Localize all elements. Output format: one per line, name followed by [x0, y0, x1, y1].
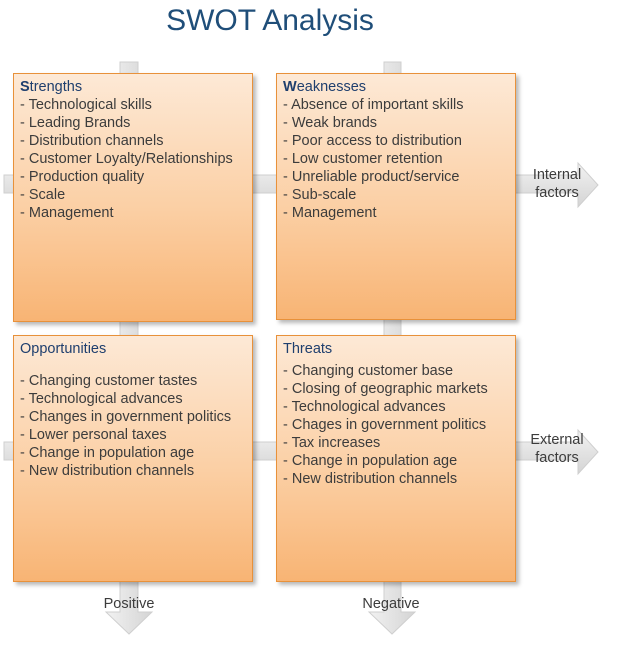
list-item: Customer Loyalty/Relationships: [20, 150, 246, 168]
list-item: Changing customer tastes: [20, 372, 246, 390]
list-item: Tax increases: [283, 434, 509, 452]
threats-list: Changing customer base Closing of geogra…: [283, 362, 509, 488]
weaknesses-heading: Weaknesses: [283, 79, 367, 95]
list-item: Technological advances: [283, 398, 509, 416]
list-item: Distribution channels: [20, 132, 246, 150]
opportunities-box: Opportunities Changing customer tastes T…: [13, 335, 253, 582]
positive-label: Positive: [103, 596, 155, 612]
list-item: Lower personal taxes: [20, 426, 246, 444]
weaknesses-box: Weaknesses Absence of important skills W…: [276, 73, 516, 320]
list-item: Poor access to distribution: [283, 132, 509, 150]
list-item: Management: [283, 204, 509, 222]
list-item: Chages in government politics: [283, 416, 509, 434]
list-item: Technological skills: [20, 96, 246, 114]
opportunities-heading: Opportunities: [20, 341, 107, 357]
strengths-box: Strengths Technological skills Leading B…: [13, 73, 253, 322]
internal-factors-label: Internal factors: [532, 167, 582, 201]
list-item: Low customer retention: [283, 150, 509, 168]
external-factors-label: External factors: [530, 432, 584, 466]
list-item: Closing of geographic markets: [283, 380, 509, 398]
list-item: Production quality: [20, 168, 246, 186]
threats-heading: Threats: [283, 341, 333, 357]
strengths-heading: Strengths: [20, 79, 83, 95]
list-item: Unreliable product/service: [283, 168, 509, 186]
threats-box: Threats Changing customer base Closing o…: [276, 335, 516, 582]
strengths-list: Technological skills Leading Brands Dist…: [20, 96, 246, 222]
list-item: Weak brands: [283, 114, 509, 132]
list-item: Change in population age: [20, 444, 246, 462]
list-item: Changes in government politics: [20, 408, 246, 426]
list-item: Change in population age: [283, 452, 509, 470]
list-item: Sub-scale: [283, 186, 509, 204]
list-item: Changing customer base: [283, 362, 509, 380]
weaknesses-list: Absence of important skills Weak brands …: [283, 96, 509, 222]
list-item: Scale: [20, 186, 246, 204]
negative-label: Negative: [362, 596, 420, 612]
list-item: Absence of important skills: [283, 96, 509, 114]
list-item: New distribution channels: [20, 462, 246, 480]
list-item: Leading Brands: [20, 114, 246, 132]
page-title: SWOT Analysis: [166, 4, 374, 37]
list-item: New distribution channels: [283, 470, 509, 488]
list-item: Technological advances: [20, 390, 246, 408]
opportunities-list: Changing customer tastes Technological a…: [20, 372, 246, 480]
list-item: Management: [20, 204, 246, 222]
